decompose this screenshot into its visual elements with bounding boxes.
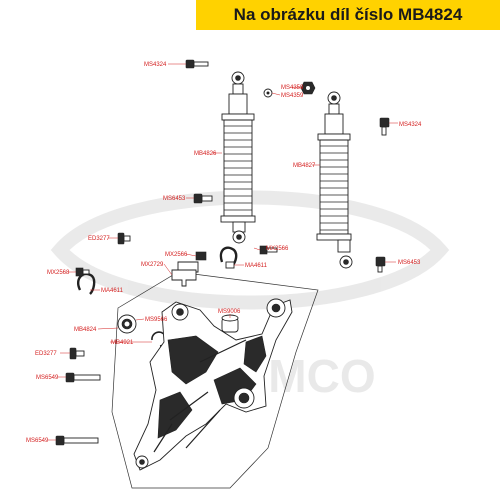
label-ms9566: MS9566 — [145, 317, 168, 323]
label-ms6549-a: MS6549 — [36, 375, 59, 381]
assembly-outline — [111, 271, 319, 489]
part-number-banner: Na obrázku díl číslo MB4824 — [196, 0, 500, 30]
banner-text: Na obrázku díl číslo MB4824 — [233, 5, 463, 24]
bolt-ms6453-right — [375, 256, 386, 273]
bolt-ms4324-right — [379, 117, 390, 136]
leader-lines — [48, 63, 398, 441]
label-ma4611-right: MA4611 — [245, 263, 268, 269]
label-ms6453-right: MS6453 — [398, 260, 421, 266]
bolt-ed3277-lower — [69, 347, 85, 360]
bolt-ms6549-b — [55, 435, 99, 446]
label-ms4324-top: MS4324 — [144, 62, 167, 68]
clip-ma4611-right — [219, 246, 238, 269]
label-mb4824: MB4824 — [74, 327, 97, 333]
label-ms4359-nut: MS4359 — [281, 85, 304, 91]
label-ed3277-lower: ED3277 — [35, 351, 57, 357]
bolt-ms6453-left — [193, 193, 213, 204]
label-mb4827: MB4827 — [293, 163, 316, 169]
label-ms9006: MS9006 — [218, 309, 241, 315]
bearing-ms9566 — [117, 314, 137, 334]
left-shock-absorber — [220, 71, 256, 244]
bolt-ms6549-a — [65, 372, 101, 383]
bolt-ms4324-top — [185, 59, 209, 69]
clamp-mx2566 — [177, 251, 207, 273]
label-mx2566-clamp: MX2566 — [165, 252, 188, 258]
label-ms4324-right: MS4324 — [399, 122, 422, 128]
label-mx2729: MX2729 — [141, 262, 164, 268]
swing-arm-bracket — [133, 298, 293, 471]
spacer-ms9006 — [221, 314, 239, 333]
bolt-ed3277-top — [117, 232, 131, 245]
label-ms4359-washer: MS4359 — [281, 93, 304, 99]
label-ma4611-left: MA4611 — [101, 288, 124, 294]
label-mb4826: MB4826 — [194, 151, 217, 157]
label-mx2568: MX2568 — [47, 270, 70, 276]
label-ms6453-left: MS6453 — [163, 196, 186, 202]
part-labels: MS4324 MS4359 MS4359 MS4324 MB4826 MB482… — [26, 62, 422, 444]
clip-ma4611-left — [77, 272, 96, 295]
right-shock-absorber — [316, 91, 353, 269]
label-mx2566-right: MX2566 — [266, 246, 289, 252]
label-ed3277-top: ED3277 — [88, 236, 110, 242]
bracket-mx2729 — [171, 269, 197, 287]
label-mb4921: MB4921 — [111, 340, 134, 346]
washer-ms4359 — [263, 88, 273, 98]
label-ms6549-b: MS6549 — [26, 438, 49, 444]
